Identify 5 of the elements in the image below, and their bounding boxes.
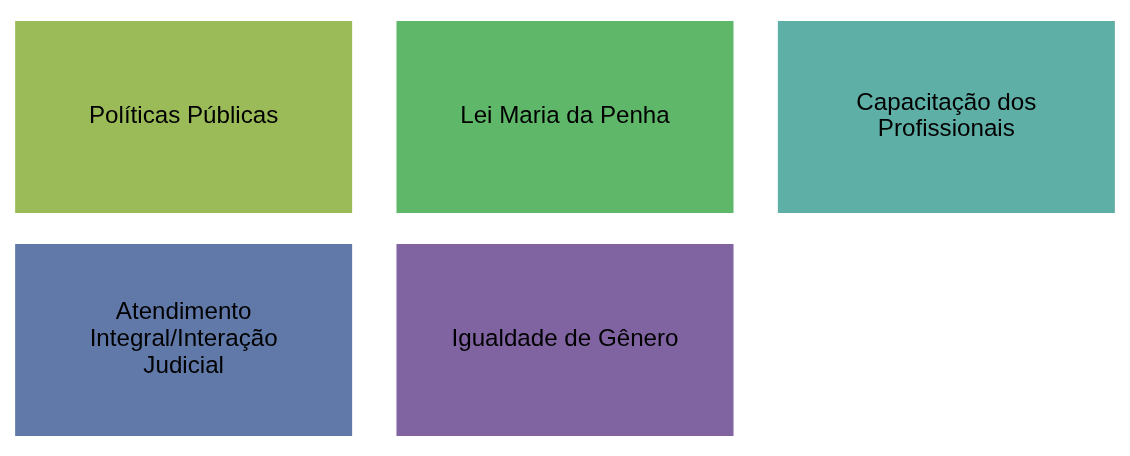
node-box: Igualdade de Gênero [395, 242, 735, 437]
node-box: Capacitação dos Profissionais [776, 19, 1117, 214]
node-box: Lei Maria da Penha [395, 19, 735, 214]
node-box: Políticas Públicas [13, 19, 354, 214]
node-box: Atendimento Integral/Interação Judicial [13, 242, 354, 437]
